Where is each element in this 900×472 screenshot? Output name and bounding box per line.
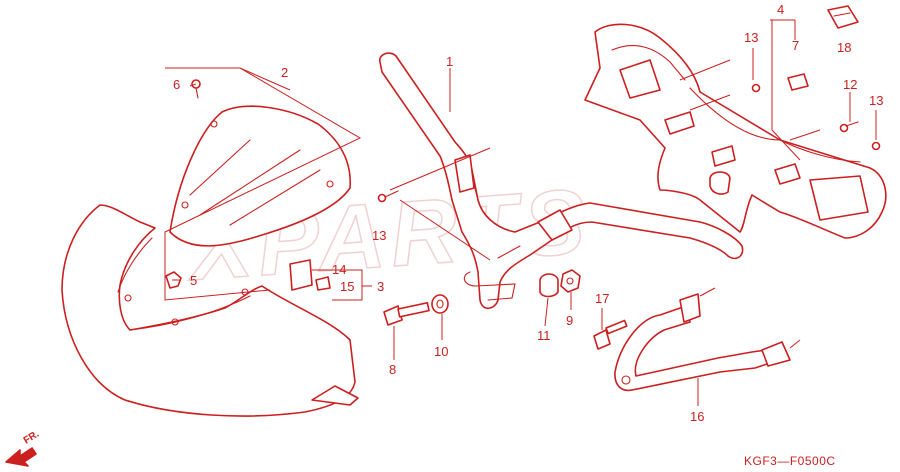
part-number-13-left: 13 — [372, 228, 386, 243]
bolt-12 — [839, 121, 859, 133]
part-number-2: 2 — [281, 65, 288, 80]
part-number-1: 1 — [446, 54, 453, 69]
screw-17 — [593, 319, 628, 350]
front-cover — [61, 204, 359, 417]
part-number-11: 11 — [537, 328, 551, 343]
collar-11 — [539, 273, 559, 298]
part-number-17: 17 — [595, 291, 609, 306]
rear-handlebar-cover — [584, 23, 887, 239]
leader-lines — [164, 19, 877, 406]
part-number-6: 6 — [173, 77, 180, 92]
washer-10 — [431, 294, 449, 314]
part-number-14: 14 — [332, 262, 346, 277]
part-number-13-top: 13 — [744, 30, 758, 45]
windscreen — [169, 105, 351, 247]
part-number-12: 12 — [843, 77, 857, 92]
part-numbers: 1 2 3 4 5 6 7 8 9 10 11 12 13 13 13 14 1… — [173, 2, 883, 424]
emblem-14 — [289, 259, 313, 291]
screw-13c — [871, 141, 881, 151]
part-number-9: 9 — [566, 313, 573, 328]
grommet-18 — [827, 5, 859, 29]
part-number-15: 15 — [340, 279, 354, 294]
part-number-5: 5 — [190, 273, 197, 288]
part-number-8: 8 — [389, 362, 396, 377]
screw-6 — [191, 79, 201, 99]
cushion-7 — [787, 73, 809, 91]
grab-rail — [614, 293, 791, 392]
part-number-16: 16 — [690, 409, 704, 424]
part-number-10: 10 — [434, 344, 448, 359]
part-number-7: 7 — [792, 38, 799, 53]
part-number-4: 4 — [777, 2, 784, 17]
handlebar-pipe — [379, 52, 744, 310]
clip-15 — [315, 276, 331, 291]
front-direction-label: FR. — [22, 429, 42, 447]
nut-9 — [560, 269, 581, 293]
part-number-18: 18 — [837, 40, 851, 55]
screw-13a — [377, 190, 399, 203]
front-direction-indicator: FR. — [5, 429, 42, 467]
part-number-3: 3 — [377, 279, 384, 294]
part-number-13-right: 13 — [869, 93, 883, 108]
screw-13b — [751, 83, 761, 93]
diagram-code: KGF3—F0500C — [744, 454, 836, 468]
bolt-8 — [383, 301, 430, 326]
